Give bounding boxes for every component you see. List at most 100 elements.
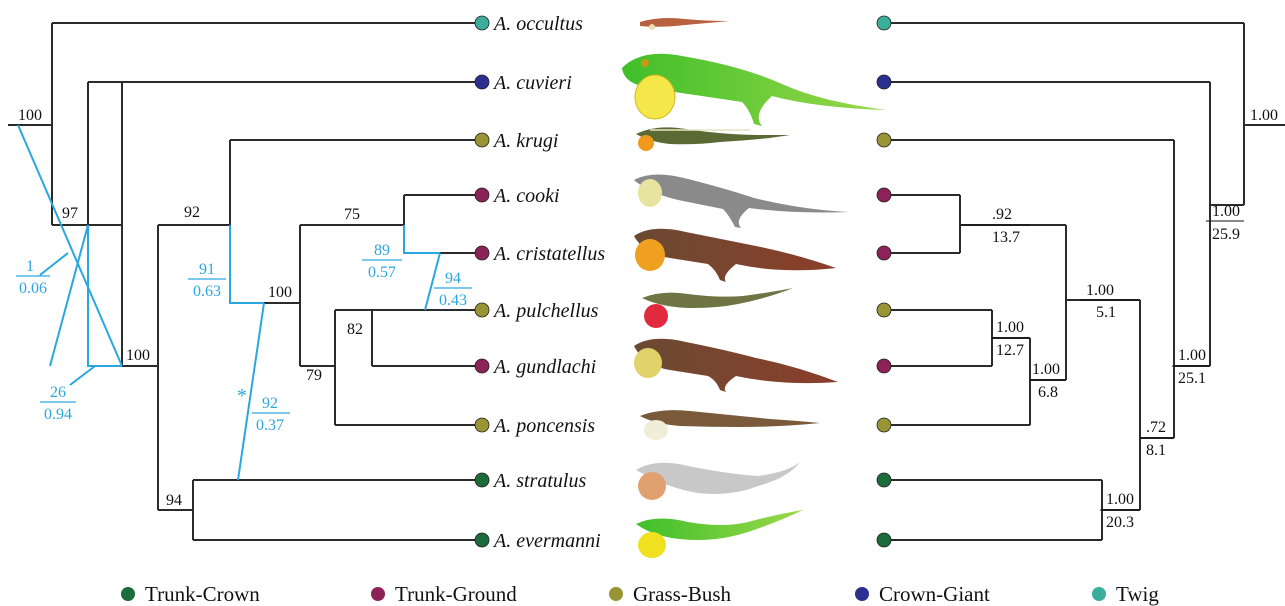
pulchellus-lizard-icon [642, 288, 793, 328]
svg-text:0.37: 0.37 [256, 417, 284, 434]
cuvieri-lizard-icon [622, 54, 887, 126]
alt-support-fractions: 1 0.06 26 0.94 91 0.63 92 0.37 89 0.57 9… [16, 242, 472, 434]
legend-swatch [121, 587, 135, 601]
rsupport-n1-top: 1.00 [1212, 203, 1240, 220]
left-tree [8, 23, 482, 540]
right-tip-dot [877, 188, 891, 202]
svg-text:0.94: 0.94 [44, 406, 72, 423]
support-94: 94 [166, 492, 182, 509]
left-tip-dot [475, 473, 489, 487]
cooki-lizard-icon [634, 174, 849, 228]
support-97: 97 [62, 205, 78, 222]
svg-text:0.06: 0.06 [19, 280, 47, 297]
left-tip-dot [475, 246, 489, 260]
stratulus-lizard-icon [636, 462, 800, 500]
fraction-4: 92 0.37 [252, 395, 290, 434]
left-tip-dot [475, 303, 489, 317]
right-tip-dot [877, 303, 891, 317]
right-tip-dot [877, 473, 891, 487]
right-tip-dot [877, 246, 891, 260]
krugi-lizard-icon [636, 127, 790, 151]
evermanni-lizard-icon [636, 510, 803, 558]
svg-text:89: 89 [374, 242, 390, 259]
taxon-label: A. gundlachi [492, 356, 596, 378]
legend-label: Grass-Bush [633, 582, 731, 606]
rsupport-n1-bottom: 25.9 [1212, 226, 1240, 243]
rsupport-n2-top: 1.00 [1178, 347, 1206, 364]
right-support-values: 1.00 1.00 25.9 1.00 25.1 .72 8.1 1.00 20… [960, 107, 1278, 531]
legend-swatch [609, 587, 623, 601]
rsupport-n5-bottom: 5.1 [1096, 304, 1116, 321]
taxon-label: A. occultus [492, 13, 583, 35]
left-tip-dot [475, 75, 489, 89]
left-tip-dot [475, 16, 489, 30]
fraction-1: 1 0.06 [16, 258, 50, 297]
rsupport-n7-top: 1.00 [1032, 361, 1060, 378]
rsupport-n2-bottom: 25.1 [1178, 370, 1206, 387]
taxon-label: A. cuvieri [492, 72, 572, 94]
legend-swatch [1092, 587, 1106, 601]
rsupport-n3-top: .72 [1146, 419, 1166, 436]
fraction-2: 26 0.94 [40, 384, 76, 423]
gundlachi-lizard-icon [634, 339, 838, 392]
legend-swatch [855, 587, 869, 601]
svg-text:94: 94 [445, 270, 461, 287]
rsupport-n6-bottom: 13.7 [992, 229, 1020, 246]
fraction-6: 94 0.43 [434, 270, 472, 309]
support-root: 100 [18, 107, 42, 124]
taxon-label: A. cristatellus [492, 243, 605, 265]
support-82: 82 [347, 321, 363, 338]
left-tip-dot [475, 188, 489, 202]
rsupport-n4-top: 1.00 [1106, 491, 1134, 508]
rsupport-n4-bottom: 20.3 [1106, 514, 1134, 531]
left-tip-dot [475, 133, 489, 147]
legend-label: Trunk-Crown [145, 582, 260, 606]
right-tip-dot [877, 418, 891, 432]
support-100c: 100 [268, 284, 292, 301]
taxon-label: A. stratulus [492, 470, 586, 492]
rsupport-n7-bottom: 6.8 [1038, 384, 1058, 401]
right-branches [884, 23, 1285, 540]
svg-text:0.43: 0.43 [439, 292, 467, 309]
rsupport-n5-top: 1.00 [1086, 282, 1114, 299]
legend-label: Crown-Giant [879, 582, 990, 606]
support-79: 79 [306, 367, 322, 384]
rsupport-n8-top: 1.00 [996, 319, 1024, 336]
svg-text:0.63: 0.63 [193, 283, 221, 300]
taxon-label: A. poncensis [492, 415, 595, 437]
occultus-lizard-icon [640, 18, 730, 30]
taxon-label: A. cooki [492, 185, 560, 207]
right-tips [877, 16, 891, 547]
svg-text:1: 1 [26, 258, 34, 275]
lizard-illustrations [622, 18, 887, 558]
rsupport-n6-top: .92 [992, 206, 1012, 223]
svg-text:92: 92 [262, 395, 278, 412]
right-tip-dot [877, 359, 891, 373]
legend-label: Trunk-Ground [395, 582, 517, 606]
fraction-5: 89 0.57 [362, 242, 402, 281]
svg-text:91: 91 [199, 261, 215, 278]
right-tip-dot [877, 75, 891, 89]
legend: Trunk-Crown Trunk-Ground Grass-Bush Crown-G… [121, 582, 1159, 606]
right-tip-dot [877, 133, 891, 147]
left-branches [8, 23, 482, 540]
legend-swatch [371, 587, 385, 601]
legend-label: Twig [1116, 582, 1159, 606]
left-support-values: 100 97 100 92 94 100 75 79 82 [18, 107, 363, 509]
support-100b: 100 [126, 347, 150, 364]
asterisk-mark: * [237, 385, 247, 407]
taxon-label: A. pulchellus [492, 300, 599, 322]
support-75: 75 [344, 206, 360, 223]
rsupport-root: 1.00 [1250, 107, 1278, 124]
poncensis-lizard-icon [640, 410, 820, 440]
left-tip-dot [475, 533, 489, 547]
svg-text:26: 26 [50, 384, 66, 401]
fraction-3: 91 0.63 [188, 261, 226, 300]
rsupport-n3-bottom: 8.1 [1146, 442, 1166, 459]
left-tip-dot [475, 418, 489, 432]
right-tree [884, 23, 1285, 540]
svg-text:0.57: 0.57 [368, 264, 396, 281]
rsupport-n8-bottom: 12.7 [996, 342, 1024, 359]
